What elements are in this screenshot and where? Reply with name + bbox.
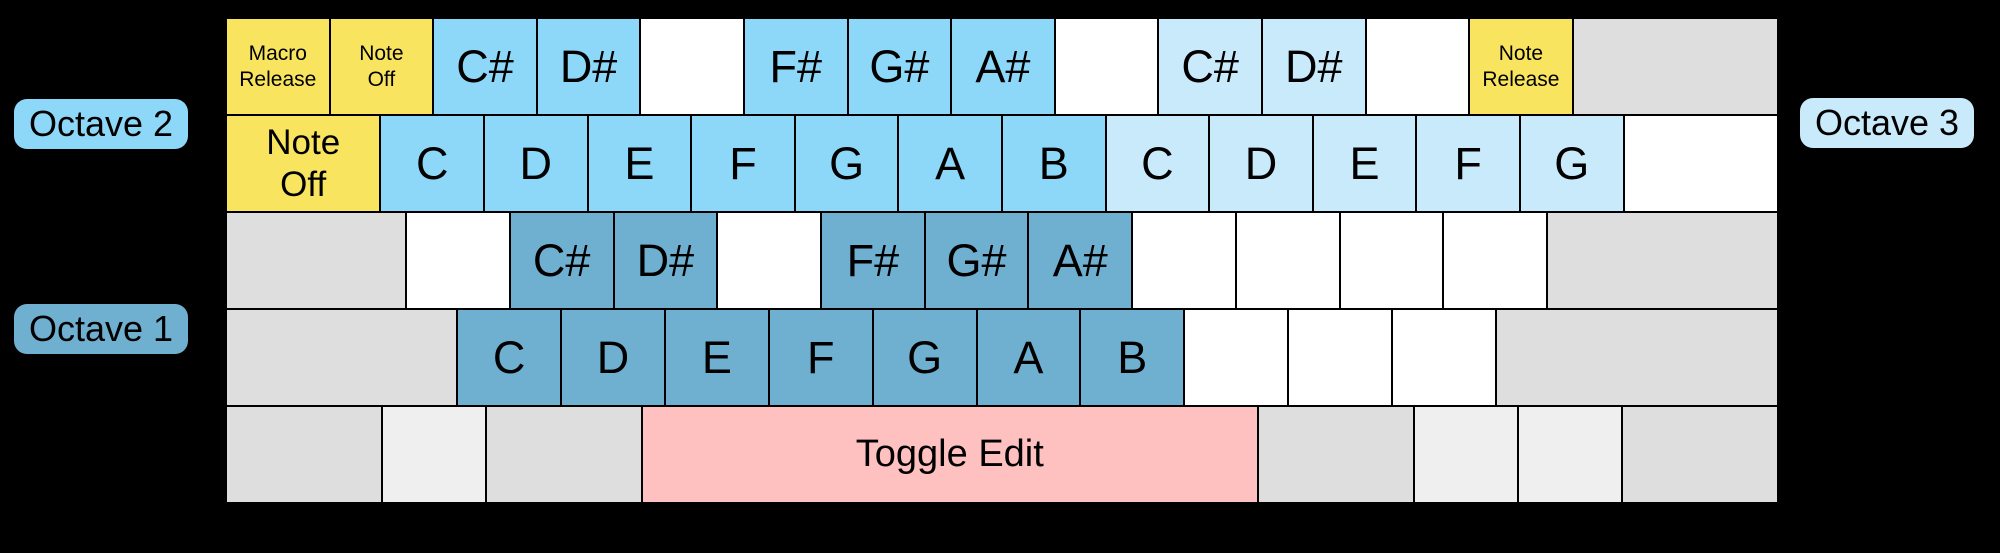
key-blank	[717, 212, 821, 309]
key-note-g-oct1: G	[872, 309, 977, 406]
key-note-csharp-oct3: C#	[1158, 18, 1262, 115]
octave-3-badge: Octave 3	[1800, 98, 1975, 148]
key-blank	[1623, 115, 1778, 212]
key-unassigned-modifier	[486, 406, 642, 503]
key-macro-release: Macro Release	[226, 18, 330, 115]
key-unassigned-modifier	[1572, 18, 1778, 115]
key-blank	[1184, 309, 1289, 406]
key-unassigned-modifier	[381, 406, 486, 503]
key-blank	[1054, 18, 1159, 115]
key-blank	[1132, 212, 1236, 309]
key-note-f-oct1: F	[768, 309, 873, 406]
key-unassigned-modifier	[226, 309, 458, 406]
key-note-d-oct1: D	[561, 309, 665, 406]
key-unassigned-modifier	[226, 406, 382, 503]
key-blank	[406, 212, 510, 309]
key-note-gsharp-oct2: G#	[847, 18, 952, 115]
key-note-f-oct3: F	[1416, 115, 1520, 212]
key-note-b-oct1: B	[1080, 309, 1185, 406]
key-note-f-oct2: F	[691, 115, 795, 212]
key-note-off-tab: Note Off	[226, 115, 381, 212]
key-note-c-oct3: C	[1105, 115, 1210, 212]
key-note-csharp-oct1: C#	[509, 212, 614, 309]
octave-2-badge: Octave 2	[14, 99, 189, 149]
key-note-g-oct3: G	[1519, 115, 1624, 212]
keyboard-row: Toggle Edit	[226, 406, 1778, 503]
key-note-gsharp-oct1: G#	[924, 212, 1029, 309]
key-note-off: Note Off	[329, 18, 434, 115]
key-note-dsharp-oct3: D#	[1261, 18, 1366, 115]
key-note-c-oct2: C	[380, 115, 484, 212]
key-blank	[640, 18, 744, 115]
key-unassigned-modifier	[1258, 406, 1414, 503]
key-note-fsharp-oct2: F#	[743, 18, 848, 115]
key-note-g-oct2: G	[794, 115, 899, 212]
key-note-dsharp-oct2: D#	[536, 18, 641, 115]
key-note-e-oct2: E	[587, 115, 692, 212]
keyboard-row: C#D# F#G#A#	[226, 212, 1779, 309]
key-unassigned-modifier	[226, 212, 407, 309]
key-note-fsharp-oct1: F#	[820, 212, 925, 309]
key-note-a-oct1: A	[976, 309, 1081, 406]
key-blank	[1339, 212, 1444, 309]
key-note-asharp-oct2: A#	[951, 18, 1055, 115]
key-note-release: Note Release	[1469, 18, 1573, 115]
key-note-asharp-oct1: A#	[1028, 212, 1133, 309]
key-note-b-oct2: B	[1001, 115, 1106, 212]
key-unassigned-modifier	[1547, 212, 1779, 309]
key-blank	[1288, 309, 1392, 406]
key-note-d-oct2: D	[484, 115, 588, 212]
key-note-a-oct2: A	[898, 115, 1002, 212]
key-unassigned-modifier	[1413, 406, 1518, 503]
key-note-e-oct3: E	[1312, 115, 1417, 212]
key-blank	[1443, 212, 1548, 309]
key-unassigned-modifier	[1495, 309, 1778, 406]
key-unassigned-modifier	[1622, 406, 1778, 503]
key-note-csharp-oct2: C#	[433, 18, 537, 115]
key-blank	[1365, 18, 1470, 115]
key-toggle-edit: Toggle Edit	[641, 406, 1258, 503]
octave-1-badge: Octave 1	[14, 304, 189, 354]
key-note-c-oct1: C	[457, 309, 562, 406]
key-blank	[1391, 309, 1496, 406]
key-blank	[1235, 212, 1340, 309]
key-note-d-oct3: D	[1209, 115, 1313, 212]
key-unassigned-modifier	[1518, 406, 1623, 503]
key-note-e-oct1: E	[664, 309, 769, 406]
key-note-dsharp-oct1: D#	[613, 212, 718, 309]
